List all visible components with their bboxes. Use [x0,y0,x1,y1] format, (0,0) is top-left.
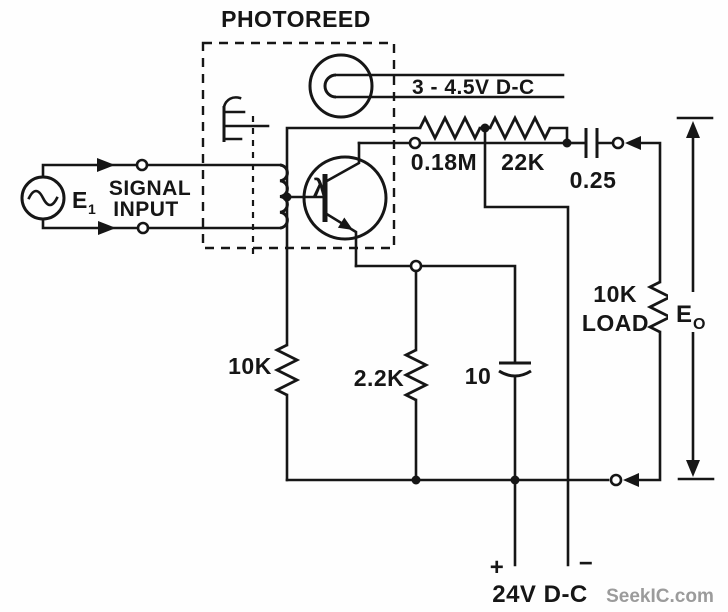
resistor-load-icon [646,280,674,334]
collector-wire [323,141,361,184]
signal-caption-line2: INPUT [113,198,179,221]
e1-sub-label: 1 [88,201,96,217]
signal-terminal-bottom [136,221,150,235]
load-top-wire [637,141,662,284]
photoreed-enclosure-box [201,41,396,250]
rail-junction-dot-2 [510,475,520,485]
emitter-arrow-icon [337,217,353,230]
e0-dimension-icon [668,116,715,481]
capacitor-10-icon [498,361,532,567]
resistor-22k-icon [488,114,552,142]
r1-r2-junction-dot [480,123,490,133]
output-arrow-top-icon [625,136,641,150]
emitter-terminal [409,259,423,273]
capacitor-025-label: 0.25 [570,167,617,193]
load-word-label: LOAD [582,310,649,336]
resistor-2-2k-label: 2.2K [354,365,405,391]
rail-junction-dot-1 [411,475,421,485]
resistor-2-2k-icon [402,348,430,402]
e1-label: E [72,187,88,213]
e0-sub-label: O [693,316,706,333]
lambda-label: λ [313,173,328,203]
lamp-supply-label: 3 - 4.5V D-C [412,76,535,99]
load-value-label: 10K [593,281,637,307]
supply-minus-label: − [579,550,594,577]
load-bottom-wire [635,330,662,482]
lamp-icon [308,53,565,119]
emitter-line-wire [354,259,517,365]
resistor-018m-label: 0.18M [411,149,477,175]
node-b-junction-dot [562,138,572,148]
emitter-wire [323,211,358,268]
output-terminal-top [611,136,625,150]
supply-24v-label: 24V D-C [492,581,588,608]
e0-label: E [676,301,693,328]
resistor-10k-label: 10K [228,353,272,379]
minus-supply-wire [483,126,570,567]
collector-terminal [408,136,422,150]
sine-icon [27,189,59,207]
output-terminal-bottom [609,473,623,487]
base-junction-dot [282,192,292,202]
resistor-22k-label: 22K [501,149,545,175]
collector-line-wire [357,136,569,150]
output-arrow-bottom-icon [623,473,639,487]
signal-caption-line1: SIGNAL [109,177,191,200]
resistor-10k-icon [273,343,301,397]
phototransistor-icon [285,141,388,268]
watermark-label: SeekIC.com [606,586,714,607]
title-photoreed: PHOTOREED [221,6,371,32]
signal-source-icon [20,158,150,235]
resistor-018m-icon [418,114,482,142]
capacitor-10-label: 10 [465,363,492,389]
signal-terminal-top [135,158,149,172]
capacitor-025-icon [569,128,615,158]
supply-plus-label: + [490,554,505,581]
reed-switch-icon [222,96,270,142]
signal-arrow-top-icon [97,158,115,172]
signal-arrow-bottom-icon [98,221,116,235]
